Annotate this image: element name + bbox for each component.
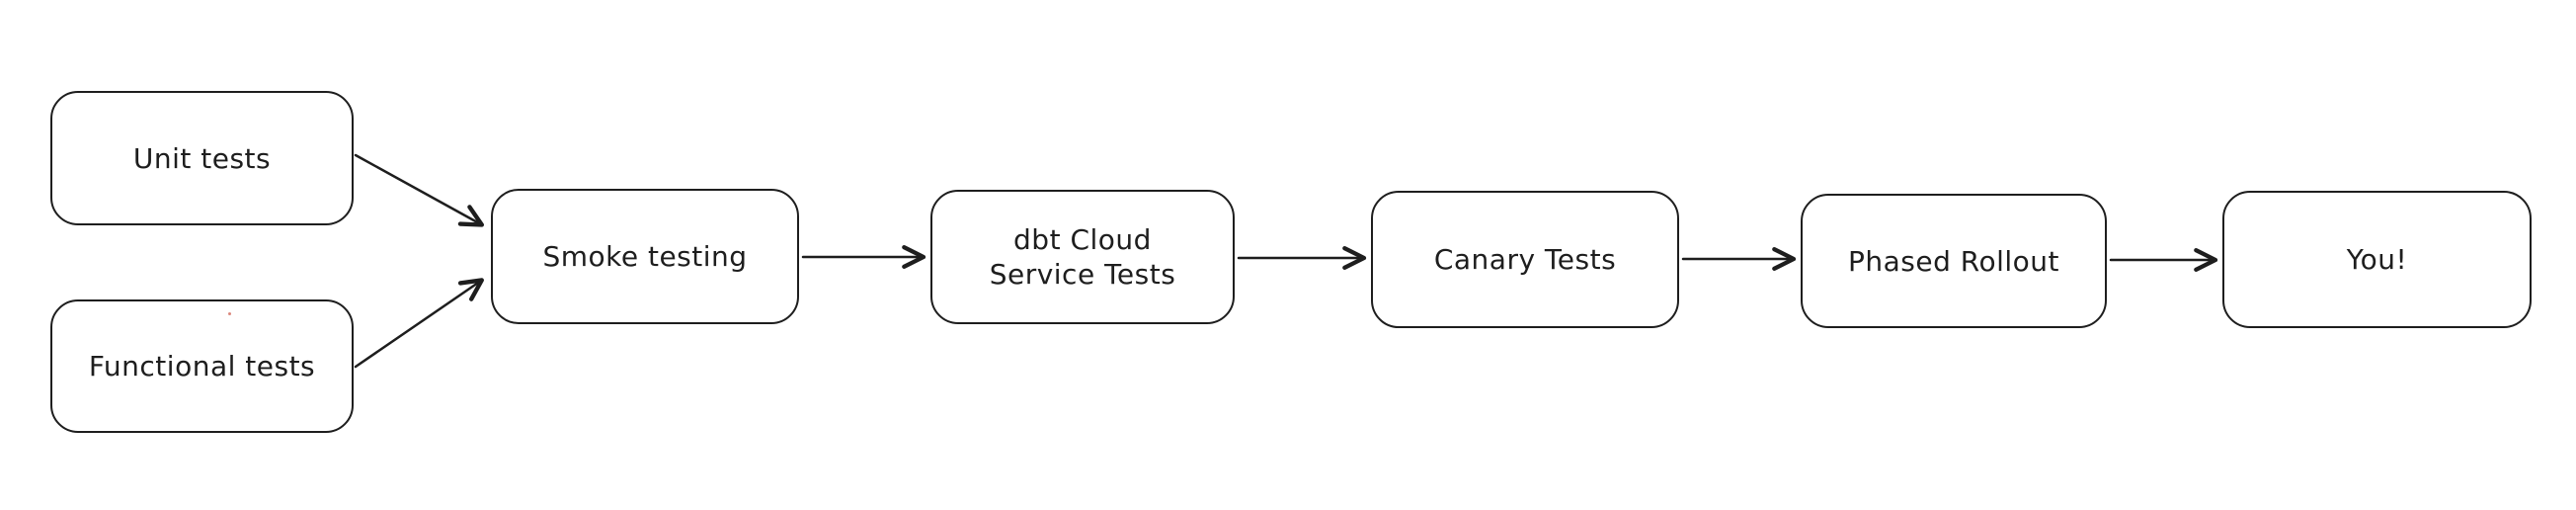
node-unit-tests: Unit tests bbox=[50, 91, 354, 225]
edge-unit-tests-to-smoke-testing bbox=[354, 153, 485, 227]
node-smoke-testing-label: Smoke testing bbox=[542, 240, 748, 273]
node-canary-tests: Canary Tests bbox=[1371, 191, 1679, 328]
red-speck-artifact bbox=[228, 312, 231, 315]
edge-functional-tests-to-smoke-testing bbox=[354, 278, 484, 369]
node-you-label: You! bbox=[2346, 243, 2408, 276]
node-functional-tests-label: Functional tests bbox=[88, 350, 316, 382]
node-functional-tests: Functional tests bbox=[50, 299, 354, 433]
node-dbt-cloud-service-tests: dbt Cloud Service Tests bbox=[930, 190, 1235, 324]
node-phased-rollout: Phased Rollout bbox=[1801, 194, 2107, 328]
node-you: You! bbox=[2222, 191, 2532, 328]
node-unit-tests-label: Unit tests bbox=[132, 141, 272, 175]
node-dbt-cloud-service-tests-label: dbt Cloud Service Tests bbox=[989, 223, 1176, 291]
node-canary-tests-label: Canary Tests bbox=[1433, 243, 1617, 276]
node-phased-rollout-label: Phased Rollout bbox=[1847, 244, 2060, 278]
node-smoke-testing: Smoke testing bbox=[491, 189, 799, 324]
